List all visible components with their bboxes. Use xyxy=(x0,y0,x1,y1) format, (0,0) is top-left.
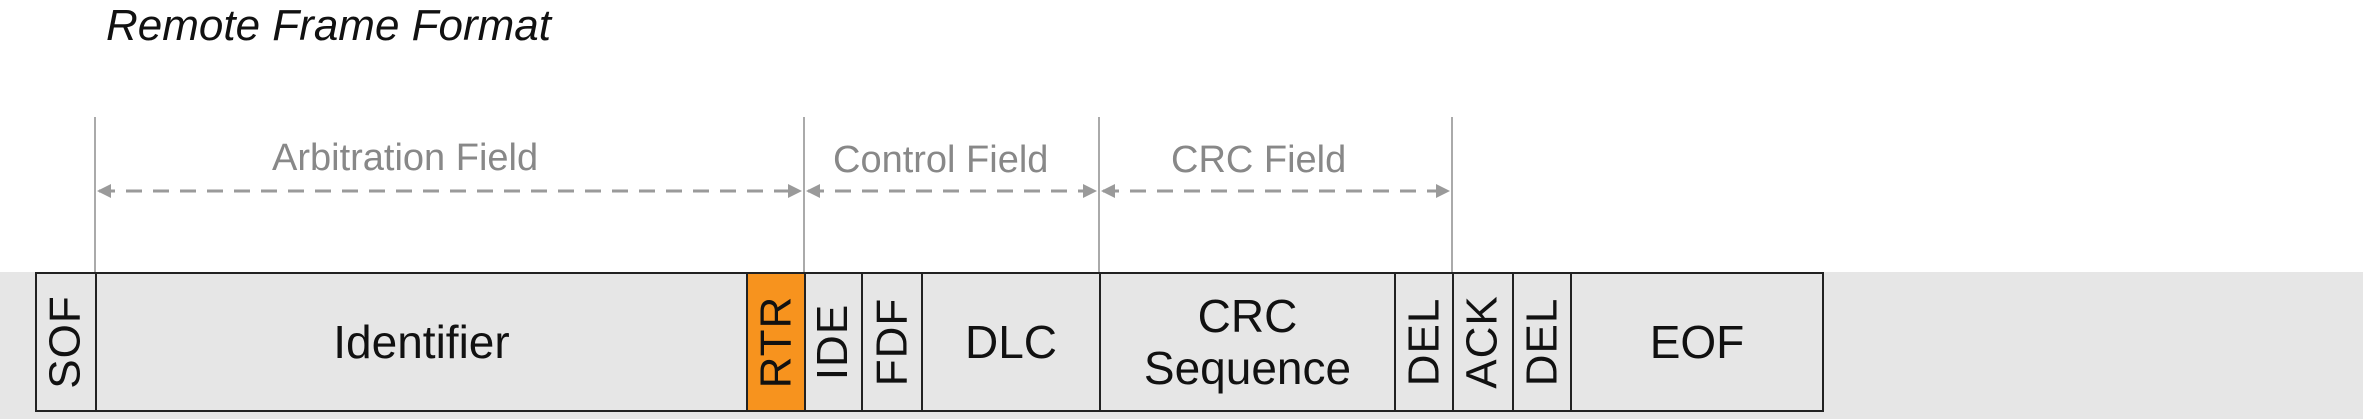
dlc-field: DLC xyxy=(921,272,1101,412)
control-field-label: Control Field xyxy=(833,139,1049,181)
sof-field: SOF xyxy=(35,272,97,412)
identifier-field: Identifier xyxy=(95,272,748,412)
fdf-label: FDF xyxy=(867,297,916,387)
crc-field-label: CRC Field xyxy=(1171,139,1347,181)
sof-label: SOF xyxy=(41,295,91,389)
crc-sequence-label: CRC Sequence xyxy=(1143,290,1352,394)
ide-label: IDE xyxy=(808,303,858,381)
rtr-field: RTR xyxy=(746,272,806,412)
fdf-field: FDF xyxy=(861,272,923,412)
ack-delimiter-label: DEL xyxy=(1517,297,1566,387)
ack-label: ACK xyxy=(1458,295,1508,389)
ack-field: ACK xyxy=(1452,272,1514,412)
crc-delimiter-label: DEL xyxy=(1399,297,1448,387)
dlc-label: DLC xyxy=(964,316,1058,368)
crc-delimiter-field: DEL xyxy=(1394,272,1454,412)
arbitration-field-label: Arbitration Field xyxy=(272,137,539,179)
ide-field: IDE xyxy=(804,272,863,412)
ack-delimiter-field: DEL xyxy=(1512,272,1572,412)
crc-sequence-field: CRC Sequence xyxy=(1099,272,1396,412)
eof-field: EOF xyxy=(1570,272,1824,412)
eof-label: EOF xyxy=(1649,316,1745,368)
rtr-label: RTR xyxy=(751,295,801,389)
identifier-label: Identifier xyxy=(333,316,510,368)
diagram-title: Remote Frame Format xyxy=(106,1,551,50)
